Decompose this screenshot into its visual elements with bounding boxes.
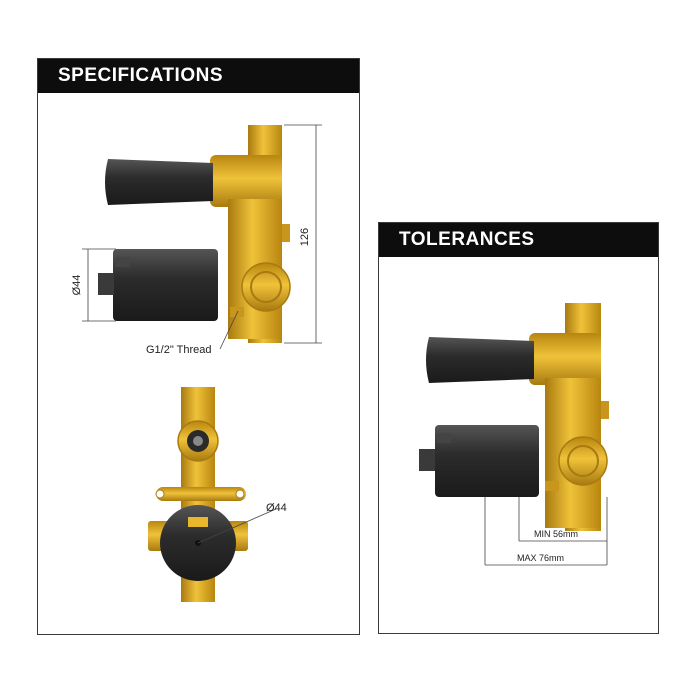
height-dimension: 126 <box>284 124 322 344</box>
tolerance-valve <box>419 303 609 531</box>
min-label: MIN 56mm <box>534 529 578 539</box>
body-diameter-label: Ø44 <box>71 275 83 296</box>
thread-label: G1/2" Thread <box>146 344 211 356</box>
height-dimension-label: 126 <box>299 228 311 246</box>
front-diameter-dimension: Ø44 <box>197 502 287 544</box>
specifications-panel: SPECIFICATIONS <box>37 58 360 635</box>
front-diameter-label: Ø44 <box>266 502 287 514</box>
thread-callout: G1/2" Thread <box>146 310 239 356</box>
min-dimension: MIN 56mm <box>518 497 608 542</box>
specifications-drawing: 126 Ø44 G1/2" Thread <box>71 124 322 602</box>
body-diameter-dimension: Ø44 <box>71 248 116 322</box>
tolerances-panel: TOLERANCES <box>378 222 659 634</box>
max-label: MAX 76mm <box>517 553 564 563</box>
side-view-valve <box>98 125 291 343</box>
max-dimension: MAX 76mm <box>484 497 608 566</box>
tolerances-drawing: MIN 56mm MAX 76mm <box>419 303 609 566</box>
front-view-valve <box>148 387 248 602</box>
tolerances-title: TOLERANCES <box>379 223 658 257</box>
specifications-title: SPECIFICATIONS <box>38 59 359 93</box>
